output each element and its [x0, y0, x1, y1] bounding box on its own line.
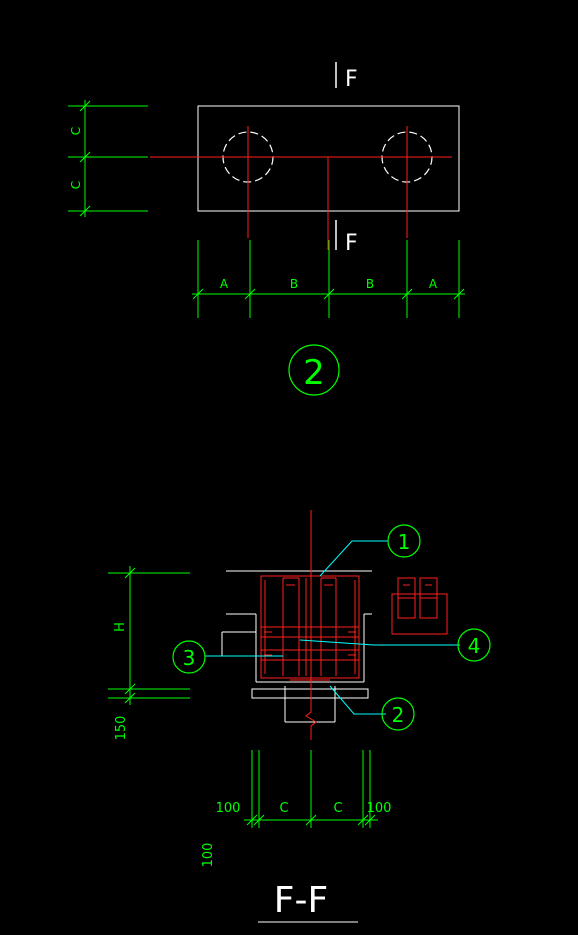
plan-dim-bottom-4: A	[429, 277, 438, 291]
callout-circle-2	[381, 697, 415, 731]
section-centerline	[305, 510, 317, 740]
section-bottom-dimension	[244, 750, 378, 828]
section-rebar-cage	[260, 575, 360, 681]
callout-1: 1	[398, 530, 411, 554]
plan-dim-bottom-3: B	[366, 277, 374, 291]
callout-3: 3	[183, 646, 196, 670]
callout-2: 2	[392, 703, 405, 727]
plan-view: F F C C A B	[68, 62, 465, 396]
section-dim-c-left: C	[279, 801, 288, 816]
section-dim-100-right: 100	[367, 801, 392, 816]
section-view: 1 2 3 4 H 150	[108, 510, 491, 923]
section-dim-100-bottom: 100	[201, 843, 216, 868]
plan-dim-bottom-2: B	[290, 277, 298, 291]
plan-dim-left-1: C	[69, 127, 83, 135]
rebar-detail-sketch	[391, 577, 448, 635]
detail-number: 2	[303, 353, 325, 393]
callout-4: 4	[468, 634, 481, 658]
plan-dim-left-2: C	[69, 181, 83, 189]
detail-number-circle	[288, 344, 340, 396]
section-left-dimension	[108, 566, 190, 705]
plan-dim-bottom-1: A	[220, 277, 229, 291]
section-title: F-F	[274, 880, 328, 921]
plan-centerlines	[150, 126, 452, 250]
callout-circle-1	[387, 524, 421, 558]
section-marker-bottom: F	[345, 231, 358, 256]
callout-circle-3	[172, 640, 206, 674]
callout-leaders	[205, 540, 460, 715]
section-marker-top: F	[345, 67, 358, 92]
section-dim-150: 150	[114, 716, 129, 741]
plan-left-dimension	[68, 100, 148, 217]
section-dim-100-left: 100	[216, 801, 241, 816]
section-dim-c-right: C	[333, 801, 342, 816]
callout-circle-4	[457, 628, 491, 662]
section-outline	[221, 570, 372, 723]
section-dim-h: H	[113, 622, 128, 632]
plan-bottom-dimension	[192, 240, 465, 318]
